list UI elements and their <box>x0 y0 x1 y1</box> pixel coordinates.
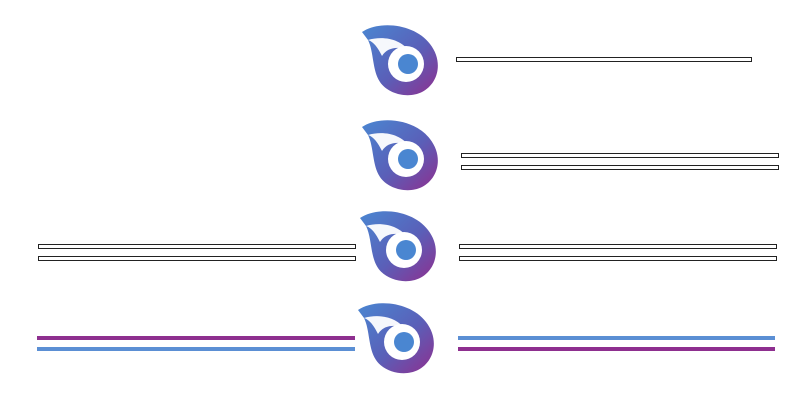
right-outline-bar-top <box>459 244 777 249</box>
right-purple-line <box>458 347 775 351</box>
right-outline-bar-top <box>461 153 779 158</box>
eye-logo-icon <box>358 208 438 284</box>
eye-logo-icon <box>360 22 440 98</box>
right-outline-bar-bottom <box>461 165 779 170</box>
left-blue-line <box>37 347 355 351</box>
eye-logo-icon <box>356 300 436 376</box>
left-outline-bar-top <box>38 244 356 249</box>
eye-logo-icon <box>360 117 440 193</box>
left-outline-bar-bottom <box>38 256 356 261</box>
right-outline-bar <box>456 57 752 62</box>
right-outline-bar-bottom <box>459 256 777 261</box>
left-purple-line <box>37 336 355 340</box>
right-blue-line <box>458 336 775 340</box>
